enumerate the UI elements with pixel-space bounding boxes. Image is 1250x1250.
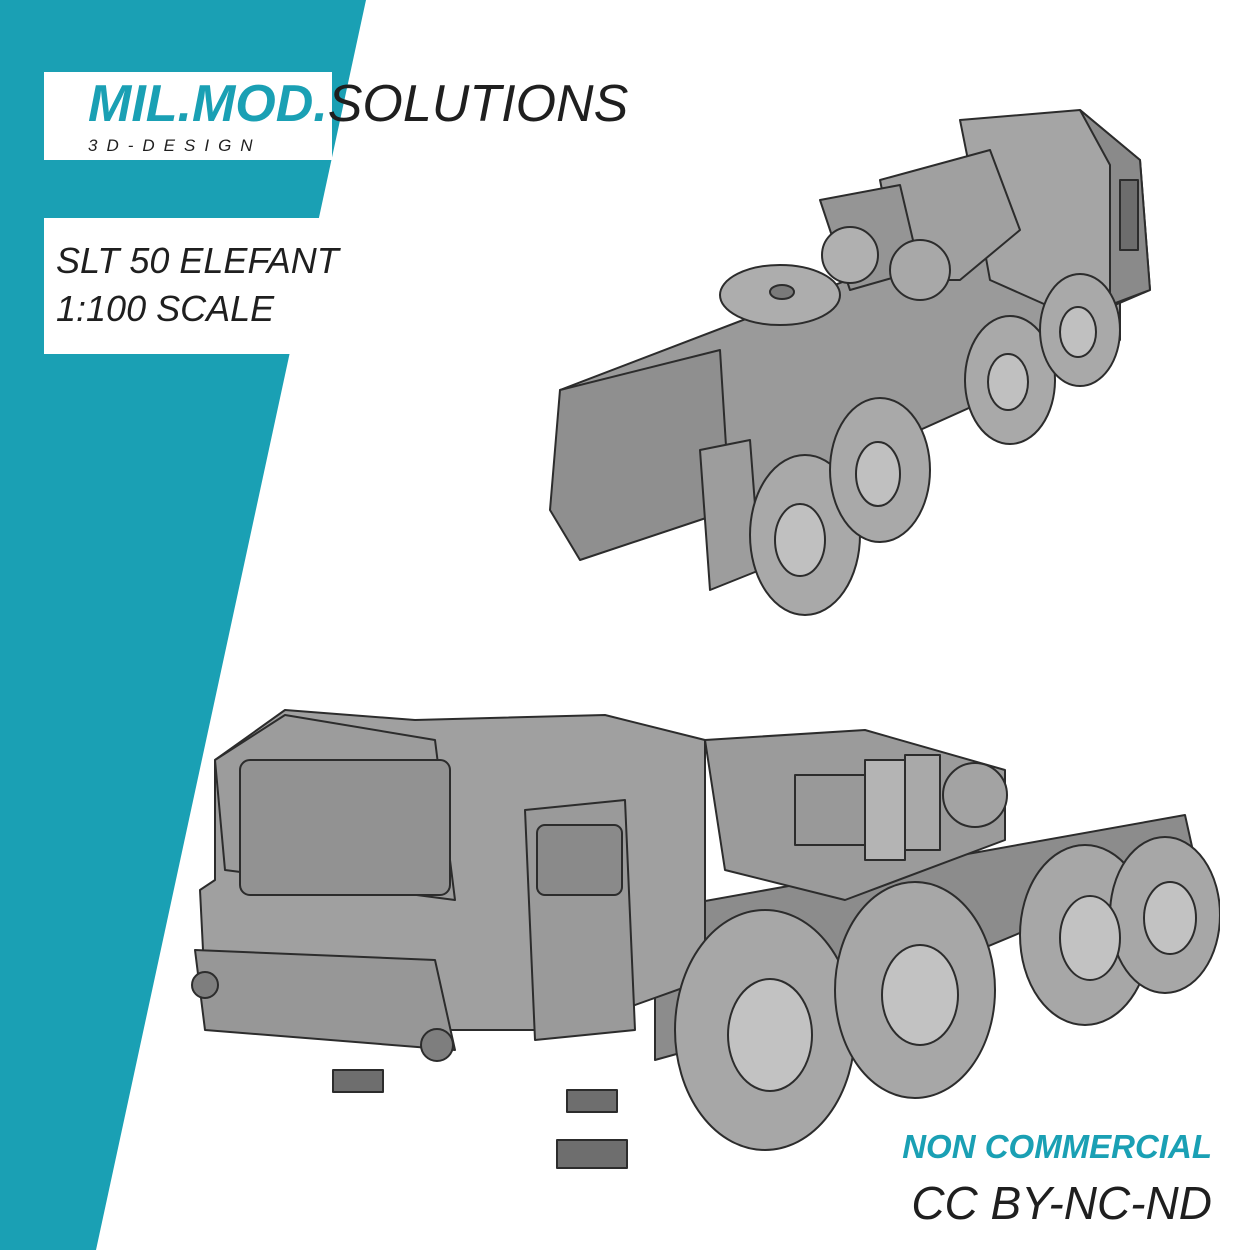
license-type: NON COMMERCIAL (902, 1128, 1212, 1165)
product-scale: 1:100 SCALE (56, 288, 275, 329)
title-panel (44, 218, 332, 354)
license-code: CC BY-NC-ND (911, 1177, 1212, 1229)
product-name: SLT 50 ELEFANT (56, 240, 339, 281)
vehicle-render-rear-view (549, 109, 1151, 616)
brand-name-accent: MIL.MOD. (88, 75, 328, 133)
brand-name-rest: SOLUTIONS (327, 75, 629, 133)
logo-panel (44, 72, 332, 160)
brand-tagline: 3D-DESIGN (88, 136, 262, 155)
brand-logo: MIL.MOD.SOLUTIONS (88, 76, 628, 132)
vehicle-render-front-view (191, 709, 1220, 1169)
